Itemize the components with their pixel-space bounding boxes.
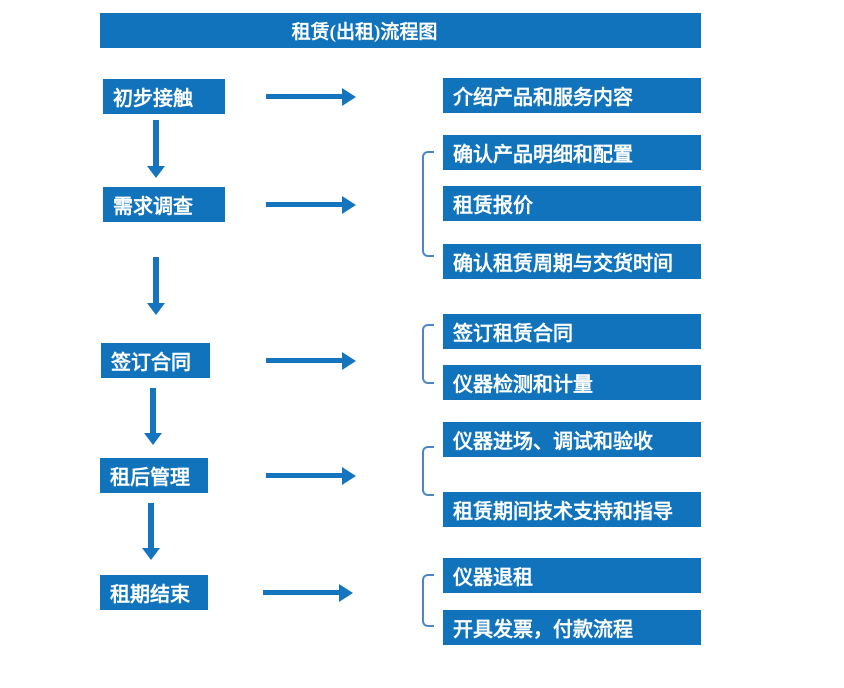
detail-box-introduce-products: 介绍产品和服务内容 — [443, 78, 701, 113]
step-box-sign-contract: 签订合同 — [101, 343, 210, 378]
step-box-requirement-survey: 需求调查 — [103, 187, 225, 222]
group-bracket-3 — [422, 324, 434, 384]
group-bracket-5 — [422, 574, 434, 627]
step-box-rental-end: 租期结束 — [100, 575, 208, 610]
detail-box-rental-quote: 租赁报价 — [443, 186, 701, 221]
right-arrow-2 — [266, 195, 356, 214]
right-arrow-5 — [263, 583, 353, 602]
right-arrow-3 — [266, 351, 356, 370]
right-arrow-4 — [266, 466, 356, 485]
group-bracket-4 — [422, 446, 434, 496]
down-arrow-4 — [142, 503, 160, 560]
step-box-post-rental-management: 租后管理 — [100, 458, 208, 493]
detail-box-confirm-period-delivery: 确认租赁周期与交货时间 — [443, 244, 701, 279]
detail-box-instrument-setup: 仪器进场、调试和验收 — [443, 422, 701, 457]
detail-box-sign-rental-contract: 签订租赁合同 — [443, 314, 701, 349]
detail-box-invoice-payment: 开具发票，付款流程 — [443, 610, 701, 645]
detail-box-instrument-testing: 仪器检测和计量 — [443, 365, 701, 400]
down-arrow-1 — [147, 120, 165, 178]
detail-box-confirm-product-details: 确认产品明细和配置 — [443, 135, 701, 170]
group-bracket-2 — [422, 151, 434, 257]
detail-box-tech-support: 租赁期间技术支持和指导 — [443, 492, 701, 527]
flowchart-title: 租赁(出租)流程图 — [100, 13, 701, 48]
down-arrow-3 — [144, 388, 162, 445]
down-arrow-2 — [147, 257, 165, 315]
detail-box-instrument-return: 仪器退租 — [443, 558, 701, 593]
step-box-initial-contact: 初步接触 — [103, 79, 225, 114]
right-arrow-1 — [266, 87, 356, 106]
